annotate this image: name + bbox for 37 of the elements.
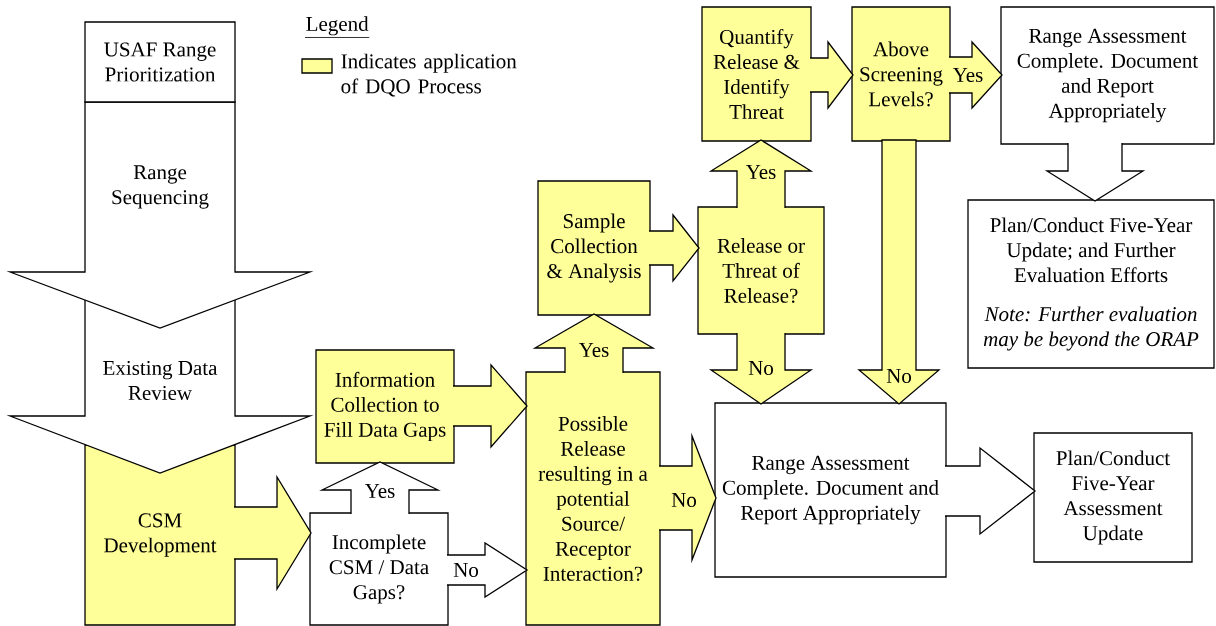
process-box: CSM Development [84, 444, 236, 626]
edge-label: No [671, 493, 697, 507]
process-box: Incomplete CSM / Data Gaps? [309, 512, 449, 626]
block-arrow [1044, 142, 1146, 202]
block-arrow [809, 40, 854, 110]
block-arrow [708, 139, 814, 209]
block-arrow [857, 139, 941, 405]
block-arrow [948, 40, 1003, 110]
process-box: Plan/Conduct Five-Year Assessment Update [1033, 432, 1193, 563]
edge-label: No [453, 563, 479, 577]
process-box: Release or Threat of Release? [697, 206, 825, 335]
process-box: Sample Collection & Analysis [537, 180, 651, 316]
process-box: Range Assessment Complete. Document and Report Appropriately [1000, 6, 1215, 145]
legend-text: Indicates application of DQO Process [341, 53, 517, 97]
block-arrow [233, 474, 312, 592]
block-arrow [648, 213, 700, 283]
block-arrow [658, 432, 717, 564]
block-arrow [319, 461, 441, 515]
block-arrow [708, 332, 814, 405]
edge-label: Yes [578, 343, 609, 357]
process-box: Above Screening Levels? [851, 6, 951, 142]
process-box: Information Collection to Fill Data Gaps [315, 349, 455, 464]
legend-heading: Legend [306, 16, 369, 36]
edge-label: Yes [364, 484, 395, 498]
edge-label: No [886, 369, 912, 383]
edge-label: Yes [952, 68, 983, 82]
block-arrow [532, 313, 656, 374]
edge-label: No [748, 361, 774, 375]
process-box: Possible Release resulting in a potential Source/ Receptor Interaction? [525, 371, 661, 626]
process-box: Range Assessment Complete. Document and Report Appropriately [714, 402, 947, 578]
block-arrow [944, 446, 1037, 536]
process-box: Plan/Conduct Five-Year Update; and Further Evaluation Efforts Note: Further evaluation may be beyond the ORAP [967, 199, 1215, 369]
block-arrow [452, 363, 528, 449]
process-box: Quantify Release & Identify Threat [701, 6, 812, 142]
block-arrow [446, 541, 529, 599]
process-box: USAF Range Prioritization [84, 21, 236, 103]
edge-label: Yes [745, 165, 776, 179]
